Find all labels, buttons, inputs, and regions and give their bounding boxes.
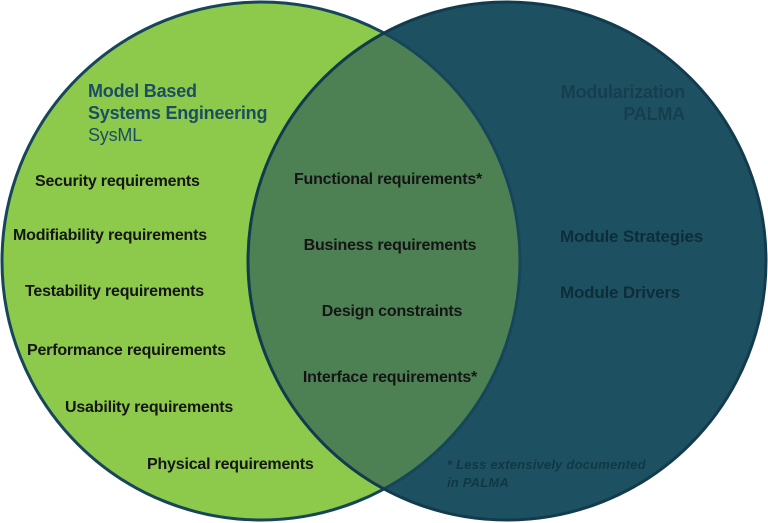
left-title-line2: Systems Engineering <box>88 103 268 123</box>
item-interface-requirements: Interface requirements* <box>302 369 478 386</box>
left-title-subtitle: SysML <box>88 125 143 145</box>
right-circle-title: Modularization PALMA <box>561 81 685 125</box>
item-security-requirements: Security requirements <box>35 173 200 190</box>
item-physical-requirements: Physical requirements <box>147 456 314 473</box>
right-title-subtitle: PALMA <box>623 104 685 124</box>
item-performance-requirements: Performance requirements <box>27 342 226 359</box>
left-circle-outline <box>0 0 522 522</box>
item-design-constraints: Design constraints <box>321 303 463 320</box>
overlap-region <box>248 2 520 520</box>
item-business-requirements: Business requirements <box>303 237 477 254</box>
item-modifiability-requirements: Modifiability requirements <box>13 227 207 244</box>
footnote-line1: * Less extensively documented <box>447 457 646 472</box>
item-module-drivers: Module Drivers <box>560 283 681 302</box>
item-functional-requirements: Functional requirements* <box>293 171 483 188</box>
item-usability-requirements: Usability requirements <box>65 399 234 416</box>
right-circle-outline <box>246 0 768 522</box>
item-module-strategies: Module Strategies <box>560 227 704 246</box>
footnote-line2: in PALMA <box>447 475 510 490</box>
footnote: * Less extensively documented in PALMA <box>447 456 646 492</box>
right-title-line1: Modularization <box>560 82 685 102</box>
left-title-line1: Model Based <box>88 81 197 101</box>
item-testability-requirements: Testability requirements <box>25 283 204 300</box>
left-circle-title: Model Based Systems Engineering SysML <box>88 80 267 146</box>
